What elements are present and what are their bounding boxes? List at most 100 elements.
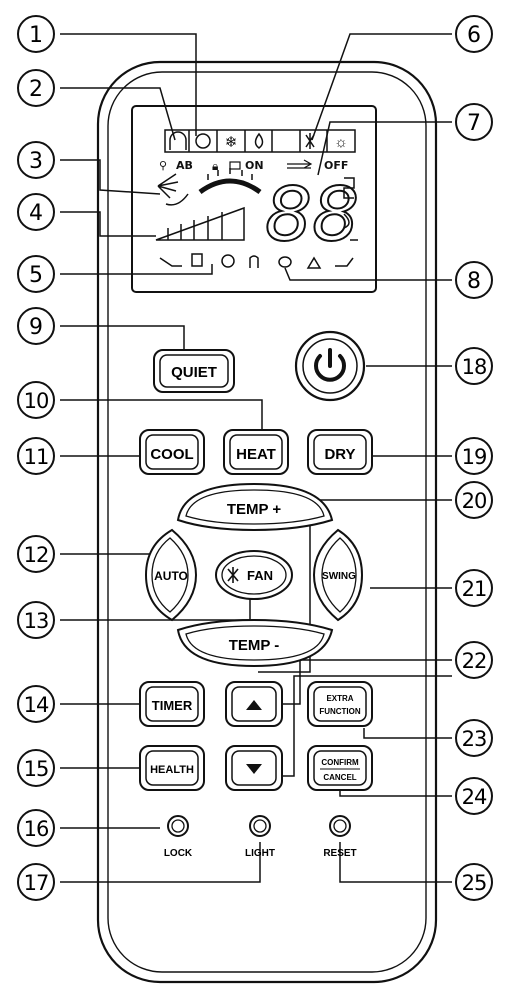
- callout-8: 8: [456, 262, 492, 298]
- dry-button[interactable]: DRY: [308, 430, 372, 474]
- callout-21: 21: [456, 570, 492, 606]
- down-arrow-button[interactable]: [226, 746, 282, 790]
- heat-label: HEAT: [236, 446, 276, 463]
- svg-text:24: 24: [462, 785, 487, 809]
- callout-17: 17: [18, 864, 54, 900]
- svg-text:12: 12: [24, 543, 49, 567]
- svg-text:20: 20: [462, 489, 487, 513]
- confirm-cancel-button[interactable]: CONFIRM CANCEL: [308, 746, 372, 790]
- callout-9: 9: [18, 308, 54, 344]
- callout-11: 11: [18, 438, 54, 474]
- svg-text:6: 6: [467, 23, 481, 48]
- temp-down-button[interactable]: TEMP -: [178, 620, 332, 666]
- svg-text:2: 2: [29, 77, 43, 102]
- callout-23: 23: [456, 720, 492, 756]
- light-label: LIGHT: [245, 848, 275, 859]
- callout-15: 15: [18, 750, 54, 786]
- cool-label: COOL: [150, 446, 193, 463]
- svg-text:3: 3: [29, 149, 43, 174]
- callout-5: 5: [18, 256, 54, 292]
- fan-label: FAN: [247, 568, 273, 583]
- svg-text:4: 4: [29, 201, 43, 226]
- auto-button[interactable]: AUTO: [146, 530, 196, 620]
- heat-button[interactable]: HEAT: [224, 430, 288, 474]
- health-label: HEALTH: [150, 764, 194, 776]
- callout-10: 10: [18, 382, 54, 418]
- extra-label: EXTRA: [326, 694, 353, 703]
- power-button[interactable]: [296, 332, 364, 400]
- callout-22: 22: [456, 642, 492, 678]
- battery-icon: [230, 162, 240, 169]
- reset-label: RESET: [323, 848, 356, 859]
- lcd-off-label: OFF: [324, 159, 348, 172]
- lcd-on-label: ON: [245, 159, 264, 172]
- swing-button[interactable]: SWING: [314, 530, 362, 620]
- svg-text:19: 19: [462, 445, 487, 469]
- callout-24: 24: [456, 778, 492, 814]
- up-arrow-button[interactable]: [226, 682, 282, 726]
- swing-label: SWING: [322, 571, 356, 582]
- svg-text:9: 9: [29, 315, 43, 340]
- svg-text:14: 14: [24, 693, 49, 717]
- heat-mode-icon: ☼: [334, 134, 348, 151]
- lcd-fan-speed-bars: [156, 208, 244, 240]
- health-button[interactable]: HEALTH: [140, 746, 204, 790]
- svg-text:11: 11: [24, 445, 49, 469]
- svg-text:10: 10: [24, 389, 49, 413]
- auto-mode-icon: [170, 132, 186, 150]
- fan-button[interactable]: FAN: [216, 551, 292, 599]
- callout-16: 16: [18, 810, 54, 846]
- confirm-label: CONFIRM: [321, 758, 359, 767]
- light-hole-button[interactable]: [250, 816, 270, 836]
- callout-3: 3: [18, 142, 54, 178]
- callout-14: 14: [18, 686, 54, 722]
- timer-label: TIMER: [152, 698, 193, 713]
- svg-text:18: 18: [462, 355, 487, 379]
- dry-mode-icon: [256, 134, 263, 148]
- lock-label: LOCK: [164, 848, 193, 859]
- cool-mode-icon: ❄: [225, 134, 238, 151]
- svg-text:22: 22: [462, 649, 487, 673]
- lcd-ab-label: AB: [176, 159, 193, 172]
- svg-text:15: 15: [24, 757, 49, 781]
- callout-19: 19: [456, 438, 492, 474]
- callout-1: 1: [18, 16, 54, 52]
- cool-button[interactable]: COOL: [140, 430, 204, 474]
- callout-25: 25: [456, 864, 492, 900]
- callout-2: 2: [18, 70, 54, 106]
- callout-6: 6: [456, 16, 492, 52]
- svg-text:7: 7: [467, 111, 481, 136]
- quiet-button[interactable]: QUIET: [154, 350, 234, 392]
- lcd-mode-icons: ❄ ☼: [165, 130, 355, 152]
- timer-button[interactable]: TIMER: [140, 682, 204, 726]
- signal-icon: ⚲: [159, 160, 167, 172]
- svg-text:13: 13: [24, 609, 49, 633]
- svg-text:23: 23: [462, 727, 487, 751]
- svg-text:16: 16: [24, 817, 49, 841]
- cancel-label: CANCEL: [323, 773, 356, 782]
- lock-hole-button[interactable]: [168, 816, 188, 836]
- auto-label: AUTO: [154, 569, 188, 583]
- callout-13: 13: [18, 602, 54, 638]
- svg-text:1: 1: [29, 23, 43, 48]
- svg-text:8: 8: [467, 269, 481, 294]
- function-label: FUNCTION: [319, 707, 361, 716]
- svg-text:17: 17: [24, 871, 49, 895]
- temp-down-label: TEMP -: [229, 637, 280, 654]
- temp-up-button[interactable]: TEMP +: [178, 484, 332, 530]
- svg-text:5: 5: [29, 263, 43, 288]
- reset-hole-button[interactable]: [330, 816, 350, 836]
- svg-text:25: 25: [462, 871, 487, 895]
- callout-4: 4: [18, 194, 54, 230]
- svg-text:21: 21: [462, 577, 487, 601]
- dry-label: DRY: [324, 446, 355, 463]
- callout-12: 12: [18, 536, 54, 572]
- arrow-icon: [287, 160, 311, 168]
- lcd-swing-icons: [158, 168, 260, 205]
- extra-function-button[interactable]: EXTRA FUNCTION: [308, 682, 372, 726]
- callout-20: 20: [456, 482, 492, 518]
- callout-18: 18: [456, 348, 492, 384]
- fan-mode-icon: [306, 133, 314, 149]
- recycle-mode-icon: [196, 134, 210, 148]
